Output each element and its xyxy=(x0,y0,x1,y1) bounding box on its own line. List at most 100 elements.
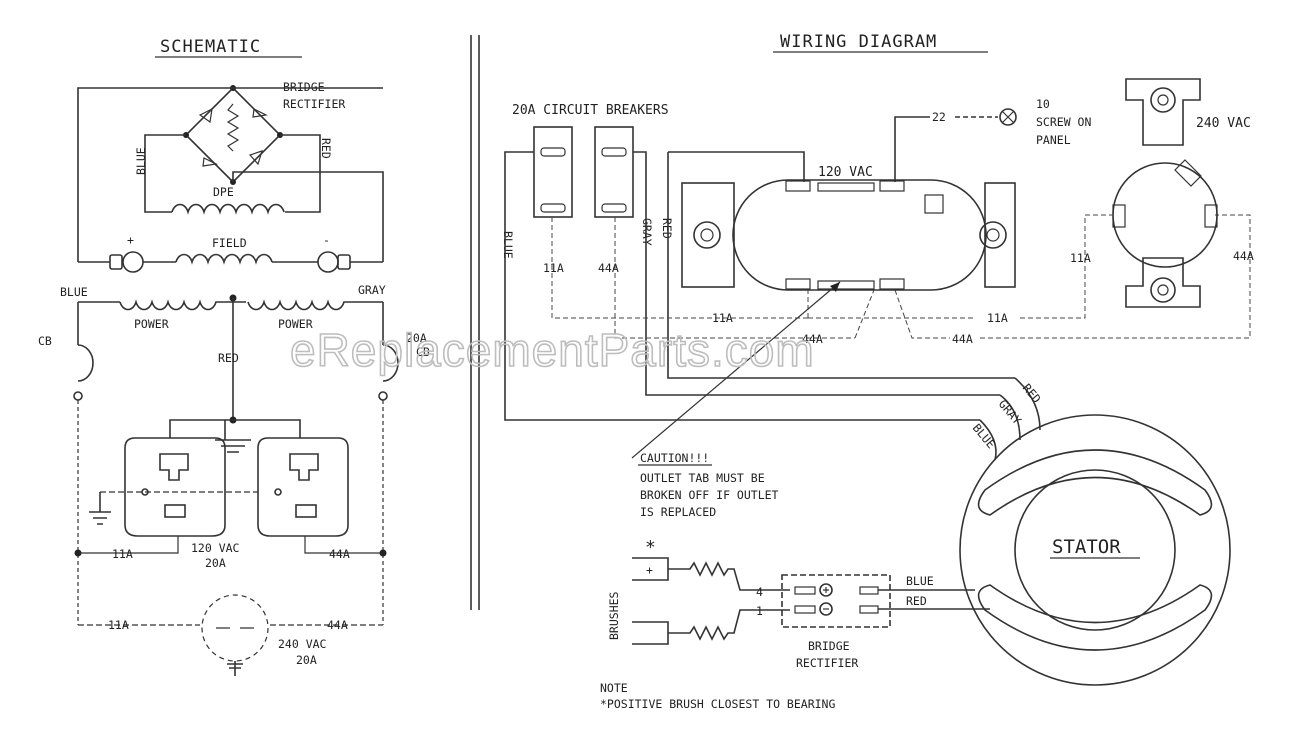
wire-red-run xyxy=(667,152,1015,379)
rectifier-blue-label: BLUE xyxy=(906,574,934,588)
ground-symbol-center xyxy=(215,420,251,453)
dpe-coil xyxy=(171,203,285,215)
wire-blue-run xyxy=(504,151,980,421)
outlet240-vac-label: 240 VAC xyxy=(278,637,327,651)
cb-right-label-b: CB xyxy=(416,345,430,359)
outlet-11a-label: 11A xyxy=(112,547,133,561)
schematic-red-wire xyxy=(280,134,321,213)
breaker-44a-label: 44A xyxy=(598,261,619,275)
power-gray-label: GRAY xyxy=(358,283,386,297)
schematic-left-wire xyxy=(77,87,233,262)
lead-1-label: 1 xyxy=(756,604,763,618)
wiring-title: WIRING DIAGRAM xyxy=(780,32,937,52)
wiring-section: WIRING DIAGRAM 20A CIRCUIT BREAKERS 11A … xyxy=(501,32,1254,711)
field-minus: - xyxy=(323,233,330,247)
caution-line-3: IS REPLACED xyxy=(640,505,716,519)
lead-44a-right xyxy=(980,214,1251,339)
caution-line-2: BROKEN OFF IF OUTLET xyxy=(640,488,779,502)
schematic-right-wire xyxy=(232,171,384,262)
brush-negative xyxy=(632,621,669,645)
schematic-red-label: RED xyxy=(319,138,333,159)
stator-blue-label: BLUE xyxy=(970,421,999,451)
breakers-label: 20A CIRCUIT BREAKERS xyxy=(512,103,669,118)
outlet-120vac-label: 120 VAC xyxy=(818,165,873,180)
caution-title: CAUTION!!! xyxy=(640,451,709,465)
lead-11a-label-2: 11A xyxy=(987,311,1008,325)
field-slip-ring-left xyxy=(122,251,144,273)
caution-pointer xyxy=(631,281,841,459)
schematic-bridge-label-2: RECTIFIER xyxy=(283,97,345,111)
caution-line-1: OUTLET TAB MUST BE xyxy=(640,471,765,485)
field-plus: + xyxy=(127,233,134,247)
stator-gray-label: GRAY xyxy=(996,397,1025,427)
brushes-label: BRUSHES xyxy=(607,591,621,640)
power-right-label: POWER xyxy=(278,317,313,331)
breaker-11a xyxy=(533,126,573,218)
outlet-240v xyxy=(1112,78,1218,308)
field-brush-right xyxy=(337,254,351,270)
bridge-rectifier-block xyxy=(781,574,891,628)
outlet-20a-label: 20A xyxy=(205,556,226,570)
field-brush-left xyxy=(109,254,123,270)
lead-11a-left xyxy=(551,217,808,319)
schematic-blue-wire xyxy=(144,134,186,213)
ground-symbol-outlet xyxy=(89,492,111,525)
lead-44a-left xyxy=(614,217,855,339)
schematic-bridge-label-1: BRIDGE xyxy=(283,80,325,94)
lead-4-label: 4 xyxy=(756,585,763,599)
outlet240-11a-label: 11A xyxy=(1070,251,1091,265)
screw-label-1: 10 xyxy=(1036,97,1050,111)
brush-negative-lead xyxy=(668,609,790,641)
brush-positive-lead xyxy=(668,561,790,591)
field-coil xyxy=(175,253,273,265)
wire-22-label: 22 xyxy=(932,110,946,124)
wire-gray-label: GRAY xyxy=(640,218,654,246)
wire-gray-run xyxy=(633,151,1000,396)
lead-44a-label-1: 44A xyxy=(802,332,823,346)
cb-right-symbol xyxy=(382,344,399,382)
cb-left-symbol xyxy=(77,344,94,382)
brush-star: * xyxy=(645,537,656,558)
outlet-120vac-label: 120 VAC xyxy=(191,541,240,555)
lead-11a-right xyxy=(1020,214,1112,319)
screw-terminal xyxy=(999,108,1017,126)
breaker-11a-label: 11A xyxy=(543,261,564,275)
field-label: FIELD xyxy=(212,236,247,250)
outlet240-11a-label: 11A xyxy=(108,618,129,632)
note-text: *POSITIVE BRUSH CLOSEST TO BEARING xyxy=(600,697,835,711)
outlet-120v-oval xyxy=(681,179,1016,291)
stator-red-label: RED xyxy=(1020,381,1044,406)
cb-right-label-a: 20A xyxy=(406,331,427,345)
power-blue-label: BLUE xyxy=(60,285,88,299)
power-coil-right xyxy=(247,299,383,311)
lead-11a-label-1: 11A xyxy=(712,311,733,325)
schematic-section: SCHEMATIC BRIDGE RECTIFIER BLUE RED xyxy=(38,37,430,676)
lead-44a-label-2: 44A xyxy=(952,332,973,346)
cb-left-label: CB xyxy=(38,334,52,348)
rectifier-red-label: RED xyxy=(906,594,927,608)
outlet240-44a-label: 44A xyxy=(1233,249,1254,263)
screw-label-2: SCREW ON xyxy=(1036,115,1091,129)
outlet240-44a-label: 44A xyxy=(327,618,348,632)
outlet-240vac-label: 240 VAC xyxy=(1196,116,1251,131)
watermark: eReplacementParts.com xyxy=(290,324,815,376)
power-left-label: POWER xyxy=(134,317,169,331)
wire-red-label: RED xyxy=(660,218,674,239)
wire-blue-label: BLUE xyxy=(501,231,515,259)
stator-symbol xyxy=(959,414,1231,686)
breaker-44a xyxy=(594,126,634,218)
bridge-rectifier-symbol xyxy=(183,85,283,185)
duplex-outlet-right xyxy=(257,437,349,537)
field-slip-ring-right xyxy=(317,251,339,273)
screw-label-3: PANEL xyxy=(1036,133,1071,147)
power-coil-left xyxy=(119,299,246,311)
outlet-240v-left xyxy=(201,594,269,676)
outlet240-20a-label: 20A xyxy=(296,653,317,667)
brush-plus: + xyxy=(646,563,653,577)
dpe-label: DPE xyxy=(213,185,234,199)
note-title: NOTE xyxy=(600,681,628,695)
stator-label: STATOR xyxy=(1052,536,1121,558)
schematic-blue-label: BLUE xyxy=(134,147,148,175)
